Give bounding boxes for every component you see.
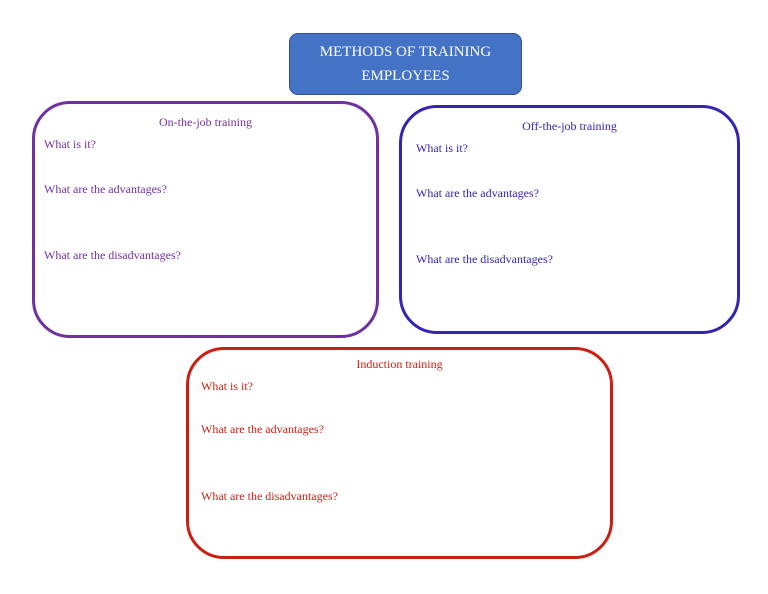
on-the-job-what-question: What is it? — [44, 137, 96, 151]
title-box: METHODS OF TRAINING EMPLOYEES — [289, 33, 522, 95]
title-line-2: EMPLOYEES — [361, 68, 450, 84]
off-the-job-disadvantages-question: What are the disadvantages? — [416, 252, 553, 266]
title-line-1: METHODS OF TRAINING — [319, 44, 492, 60]
off-the-job-card: Off-the-job training What is it? What ar… — [399, 105, 740, 334]
on-the-job-card: On-the-job training What is it? What are… — [32, 101, 379, 338]
on-the-job-advantages-question: What are the advantages? — [44, 182, 167, 196]
induction-advantages-question: What are the advantages? — [201, 422, 324, 436]
induction-disadvantages-question: What are the disadvantages? — [201, 489, 338, 503]
on-the-job-heading: On-the-job training — [159, 115, 252, 129]
on-the-job-disadvantages-question: What are the disadvantages? — [44, 248, 181, 262]
induction-card: Induction training What is it? What are … — [186, 347, 613, 559]
induction-heading: Induction training — [356, 357, 443, 371]
induction-what-question: What is it? — [201, 379, 253, 393]
off-the-job-advantages-question: What are the advantages? — [416, 186, 539, 200]
off-the-job-what-question: What is it? — [416, 141, 468, 155]
off-the-job-heading: Off-the-job training — [522, 119, 617, 133]
